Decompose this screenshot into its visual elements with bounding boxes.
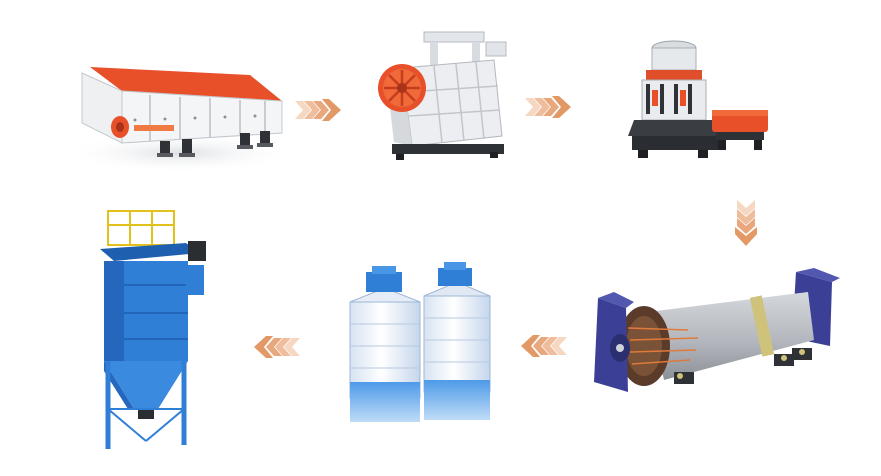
cone-crusher	[626, 36, 776, 166]
flow-arrow-left-1	[517, 333, 567, 359]
storage-silos	[340, 262, 498, 422]
cone-crusher-icon	[628, 40, 768, 158]
flow-arrow-down	[733, 200, 759, 250]
dust-collector-icon	[100, 210, 206, 449]
chevron-right-icon	[525, 96, 571, 118]
bag-dust-collector	[90, 205, 220, 455]
rotary-dryer	[578, 268, 848, 408]
flow-arrow-right-2	[525, 94, 575, 120]
flow-arrow-right-1	[295, 97, 343, 123]
jaw-crusher	[372, 28, 512, 162]
rotary-dryer-icon	[594, 268, 840, 392]
chevron-down-icon	[735, 200, 757, 246]
jaw-crusher-icon	[378, 31, 507, 160]
chevron-right-icon	[295, 99, 341, 121]
silo-icon	[349, 262, 491, 422]
vibrating-feeder-icon	[62, 67, 298, 173]
chevron-left-icon	[254, 336, 300, 358]
flow-arrow-left-2	[250, 334, 300, 360]
chevron-left-icon	[521, 335, 567, 357]
vibrating-feeder	[60, 45, 300, 175]
